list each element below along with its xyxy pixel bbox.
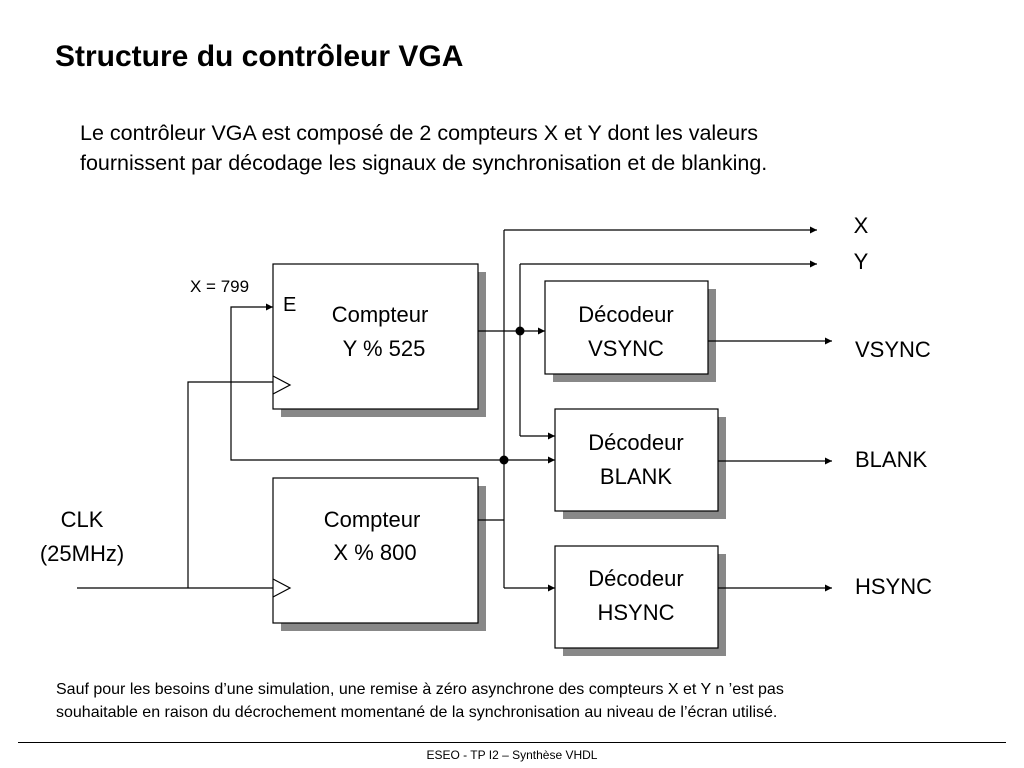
- counter-y-label-line2: Y % 525: [343, 336, 426, 361]
- page-title: Structure du contrôleur VGA: [55, 40, 464, 73]
- counter-x-clock-symbol: [272, 578, 292, 598]
- footer-divider: [18, 742, 1006, 743]
- decoder-blank-label-line1: Décodeur: [588, 430, 683, 455]
- output-y-label: Y: [854, 249, 869, 274]
- clock-to-counter-y-wire: [187, 381, 273, 588]
- output-x-label: X: [854, 213, 869, 238]
- decoder-blank-label-line2: BLANK: [600, 464, 672, 489]
- note-line: souhaitable en raison du décrochement mo…: [56, 704, 778, 721]
- intro-paragraph: Le contrôleur VGA est composé de 2 compt…: [80, 118, 980, 178]
- reset-note: Sauf pour les besoins d’une simulation, …: [56, 678, 1006, 724]
- counter-y-clock-symbol: [272, 375, 292, 395]
- clock-label-line1: CLK: [61, 507, 104, 532]
- note-line: Sauf pour les besoins d’une simulation, …: [56, 681, 784, 698]
- counter-x-label-line2: X % 800: [333, 540, 416, 565]
- enable-condition-label: X = 799: [190, 277, 249, 296]
- clock-label-line2: (25MHz): [40, 541, 124, 566]
- decoder-hsync-label-line1: Décodeur: [588, 566, 683, 591]
- intro-line: Le contrôleur VGA est composé de 2 compt…: [80, 121, 759, 145]
- counter-x-label-line1: Compteur: [324, 507, 421, 532]
- intro-line: fournissent par décodage les signaux de …: [80, 151, 768, 175]
- output-blank-label: BLANK: [855, 447, 927, 472]
- decoder-blank-box: [554, 408, 719, 512]
- output-vsync-label: VSYNC: [855, 337, 931, 362]
- enable-feedback-wire: [230, 303, 504, 461]
- enable-input-label: E: [283, 294, 296, 316]
- x-bus-junction: [499, 455, 509, 465]
- counter-y-box: [272, 263, 479, 410]
- y-bus-junction: [515, 326, 525, 336]
- decoder-hsync-label-line2: HSYNC: [597, 600, 674, 625]
- output-hsync-label: HSYNC: [855, 574, 932, 599]
- decoder-vsync-label-line2: VSYNC: [588, 336, 664, 361]
- footer-text: ESEO - TP I2 – Synthèse VHDL: [426, 748, 598, 762]
- decoder-vsync-box: [544, 280, 709, 375]
- decoder-hsync-box: [554, 545, 719, 649]
- counter-y-label-line1: Compteur: [332, 302, 429, 327]
- counter-x-box: [272, 477, 479, 624]
- decoder-vsync-label-line1: Décodeur: [578, 302, 673, 327]
